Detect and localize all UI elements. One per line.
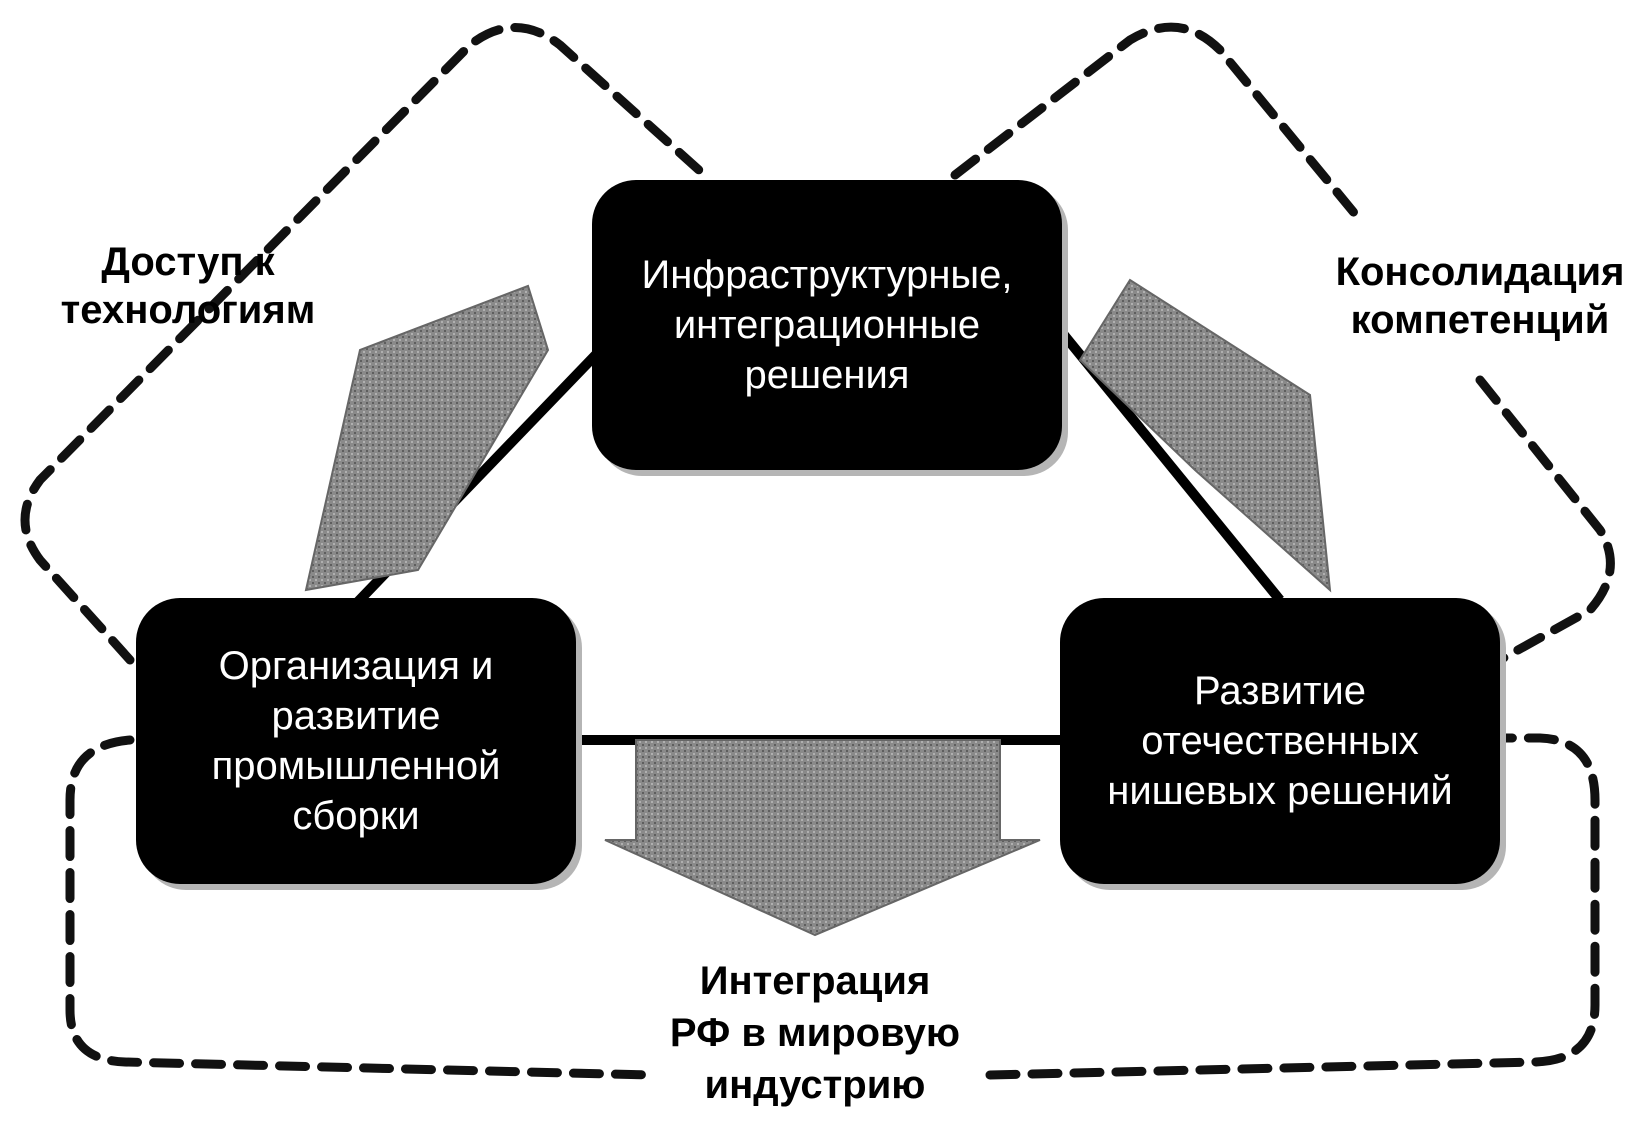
dashed-boundary-competence: [950, 22, 1615, 665]
node-infrastructure: Инфраструктурные, интеграционные решения: [592, 180, 1062, 470]
label-access: Доступ к технологиям: [60, 240, 316, 332]
label-competence: Консолидация компетенций: [1335, 250, 1625, 342]
dashed-boundary-access: [20, 23, 715, 665]
node-niche: Развитие отечественных нишевых решений: [1060, 598, 1500, 884]
arrow-to-integration: [604, 739, 1041, 937]
arrow-to-niche: [1078, 278, 1332, 593]
label-integration: Интеграция РФ в мировую индустрию: [669, 959, 961, 1107]
node-assembly: Организация и развитие промышленной сбор…: [136, 598, 576, 884]
dashed-boundary-integration: [65, 733, 1600, 1080]
arrow-to-infrastructure: [304, 284, 550, 592]
